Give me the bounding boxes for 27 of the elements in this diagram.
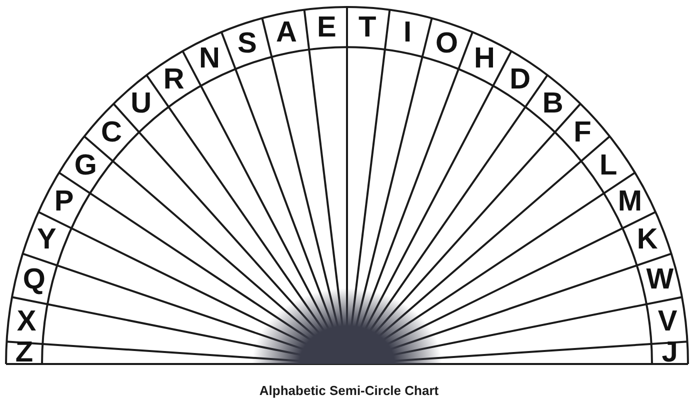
letter-label: W xyxy=(646,266,674,295)
letter-label: Y xyxy=(37,225,56,254)
letter-label: V xyxy=(658,307,678,336)
letter-label: U xyxy=(130,90,152,119)
letter-label: K xyxy=(636,225,658,254)
letter-label: S xyxy=(238,29,257,58)
letter-label: B xyxy=(542,90,564,119)
letter-label: R xyxy=(163,65,184,94)
letter-label: T xyxy=(358,13,376,42)
letter-label: E xyxy=(317,13,336,42)
letter-label: F xyxy=(574,118,592,148)
letter-label: M xyxy=(618,187,642,216)
letter-label: N xyxy=(199,44,220,74)
letter-label: A xyxy=(276,18,297,48)
letter-label: P xyxy=(54,187,74,216)
letter-label: J xyxy=(662,338,678,368)
letter-label: Q xyxy=(22,266,46,295)
letter-label: L xyxy=(599,151,618,180)
letter-label: O xyxy=(436,29,458,58)
letter-label: I xyxy=(403,18,412,48)
letter-label: C xyxy=(101,118,122,148)
letter-label: D xyxy=(510,65,531,94)
letter-label: X xyxy=(16,307,36,336)
chart-caption: Alphabetic Semi-Circle Chart xyxy=(259,383,439,399)
letter-label: G xyxy=(74,151,97,180)
letter-label: Z xyxy=(15,338,34,368)
letter-label: H xyxy=(474,44,495,74)
